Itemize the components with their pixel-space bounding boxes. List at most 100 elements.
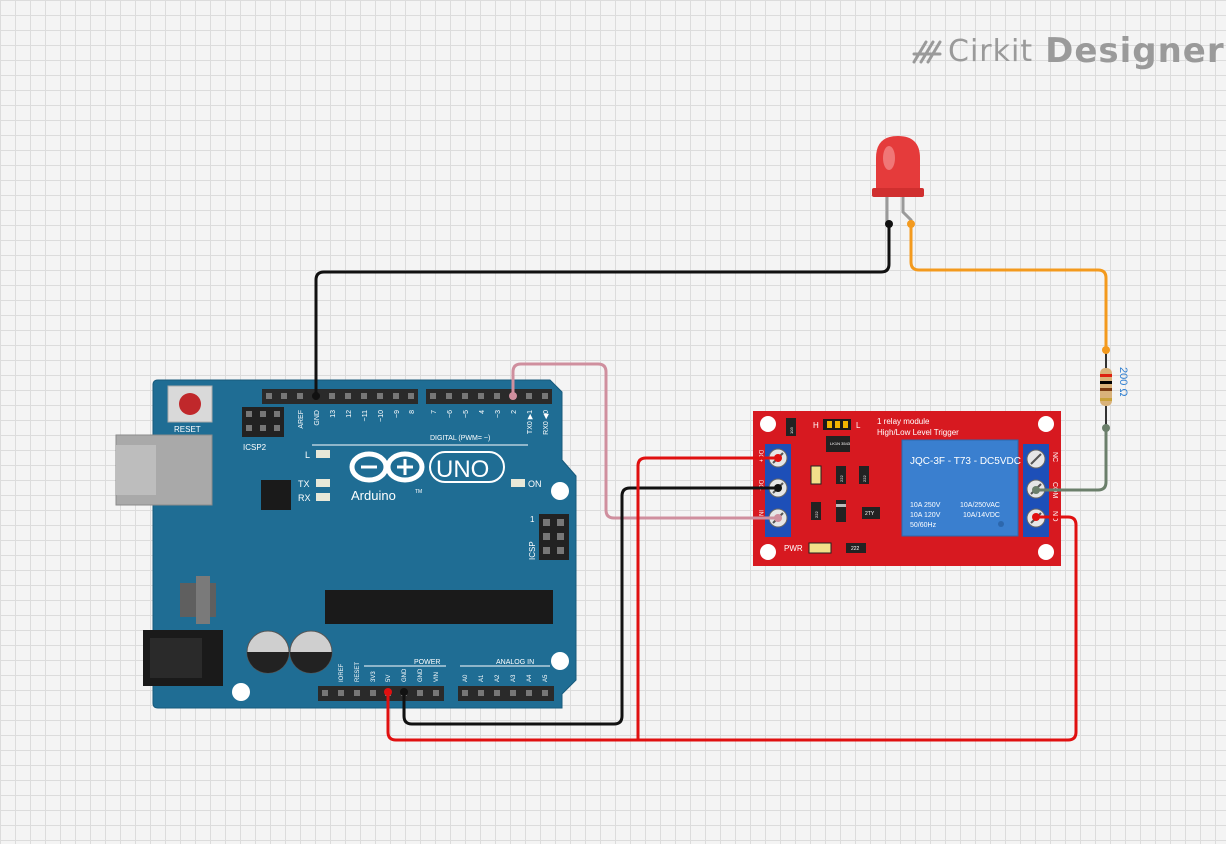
- optocoupler: [826, 436, 850, 452]
- wire-gnd-to-dc-minus[interactable]: [402, 486, 780, 726]
- red-led[interactable]: [872, 136, 924, 224]
- analog-pin-label-a1: A1: [479, 674, 485, 682]
- resistor-body: [1100, 368, 1112, 406]
- analog-pin-socket[interactable]: [478, 690, 484, 696]
- smd-led: [810, 465, 822, 485]
- arduino-pcb: [152, 379, 577, 709]
- resistor-200-ohm[interactable]: 200 Ω: [1100, 350, 1129, 428]
- wires: [314, 222, 1108, 742]
- digital-pin-socket[interactable]: [345, 393, 351, 399]
- led-on-label: ON: [528, 479, 542, 489]
- digital-pin-socket[interactable]: [430, 393, 436, 399]
- analog-pin-socket[interactable]: [494, 690, 500, 696]
- wire-endpoints: [312, 220, 1110, 696]
- wire-5v-branch-to-dc-plus[interactable]: [636, 456, 780, 742]
- digital-pin-socket[interactable]: [462, 393, 468, 399]
- resistor-band-4: [1100, 398, 1112, 401]
- led-body: [876, 136, 920, 192]
- led-anode-leg: [901, 196, 913, 224]
- wire-led-cathode-to-gnd[interactable]: [314, 222, 891, 398]
- transistor-code: 2TY: [865, 511, 875, 517]
- digital-pin-label-gnd: GND: [314, 410, 321, 426]
- digital-pin-socket[interactable]: [446, 393, 452, 399]
- power-pin-socket[interactable]: [417, 690, 423, 696]
- analog-label: ANALOG IN: [496, 659, 534, 666]
- relay-rating-left: 50/60Hz: [910, 522, 937, 529]
- relay-out-label-nc: NC: [1051, 452, 1058, 462]
- power-pin-socket[interactable]: [322, 690, 328, 696]
- smd-code: 103: [789, 427, 794, 434]
- analog-pin-socket[interactable]: [542, 690, 548, 696]
- digital-pin-socket[interactable]: [542, 393, 548, 399]
- digital-pin-label-4: 4: [479, 410, 486, 414]
- analog-pin-label-a5: A5: [543, 674, 549, 682]
- digital-pin-socket[interactable]: [361, 393, 367, 399]
- digital-pin-label-13: 13: [330, 410, 337, 418]
- digital-pin-label-12: 12: [346, 410, 353, 418]
- led-tx: [316, 479, 330, 487]
- wire-pin2-to-in[interactable]: [511, 362, 780, 520]
- icsp2-label: ICSP2: [243, 443, 267, 452]
- analog-pin-socket[interactable]: [462, 690, 468, 696]
- power-pin-socket[interactable]: [433, 690, 439, 696]
- wire-resistor-to-com[interactable]: [1034, 426, 1108, 492]
- led-rx: [316, 493, 330, 501]
- digital-pin-socket[interactable]: [329, 393, 335, 399]
- resistor-band-3: [1100, 388, 1112, 391]
- digital-pin-socket[interactable]: [281, 393, 287, 399]
- wire-led-anode-to-resistor[interactable]: [909, 222, 1108, 352]
- led-l: [316, 450, 330, 458]
- jumper-l-label: L: [856, 421, 861, 430]
- relay-cube: [901, 439, 1019, 537]
- digital-pin-socket[interactable]: [377, 393, 383, 399]
- digital-pin-row[interactable]: [266, 393, 548, 399]
- relay-rating-left: 10A 120V: [910, 512, 941, 519]
- power-pin-socket[interactable]: [338, 690, 344, 696]
- digital-pin-socket[interactable]: [408, 393, 414, 399]
- transistor: [862, 507, 880, 519]
- trigger-jumper-pins: [827, 421, 848, 428]
- power-pin-label-gnd: GND: [402, 668, 408, 682]
- power-pin-label-reset: RESET: [355, 662, 361, 682]
- power-pin-socket[interactable]: [354, 690, 360, 696]
- digital-pin-label-9: ~9: [394, 410, 401, 418]
- relay-module[interactable]: 103 H L 1 relay module High/Low Level Tr…: [753, 411, 1061, 566]
- power-label: POWER: [414, 659, 440, 666]
- led-l-label: L: [305, 450, 310, 460]
- mount-hole: [232, 683, 250, 701]
- digital-pin-label-6: ~6: [447, 410, 454, 418]
- icsp-label: ICSP: [528, 541, 537, 560]
- jumper-h-label: H: [813, 421, 819, 430]
- relay-rating-right: 10A/250VAC: [960, 502, 1000, 509]
- logo-word-cirkit: Cirkit: [948, 33, 1034, 69]
- smd-resistor: [811, 502, 821, 520]
- cirkit-logo-icon: [912, 40, 942, 64]
- power-pin-socket[interactable]: [370, 690, 376, 696]
- reset-button-cap[interactable]: [179, 393, 201, 415]
- reset-label: RESET: [174, 425, 201, 434]
- digital-pin-socket[interactable]: [297, 393, 303, 399]
- mount-hole: [551, 482, 569, 500]
- analog-pin-socket[interactable]: [510, 690, 516, 696]
- digital-pin-socket[interactable]: [266, 393, 272, 399]
- digital-header-left: [262, 389, 418, 404]
- digital-pin-label-3: ~3: [495, 410, 502, 418]
- digital-pin-socket[interactable]: [526, 393, 532, 399]
- analog-pin-socket[interactable]: [526, 690, 532, 696]
- digital-pin-socket[interactable]: [393, 393, 399, 399]
- digital-pin-socket[interactable]: [478, 393, 484, 399]
- relay-title: 1 relay module: [877, 417, 930, 426]
- logo-word-designer: Designer: [1045, 31, 1225, 71]
- wire-5v-to-dc-plus-and-no[interactable]: [386, 515, 1078, 742]
- smd-resistor: [846, 543, 866, 553]
- relay-mount-hole: [760, 544, 776, 560]
- digital-pin-socket[interactable]: [494, 393, 500, 399]
- mount-hole: [551, 652, 569, 670]
- arduino-uno-board[interactable]: RESET ICSP2 L TX RX ON: [115, 379, 577, 709]
- relay-in-label-in: IN: [757, 510, 763, 516]
- relay-in-label-dc: DC-: [757, 480, 763, 491]
- terminal-screw-slot: [1030, 453, 1042, 465]
